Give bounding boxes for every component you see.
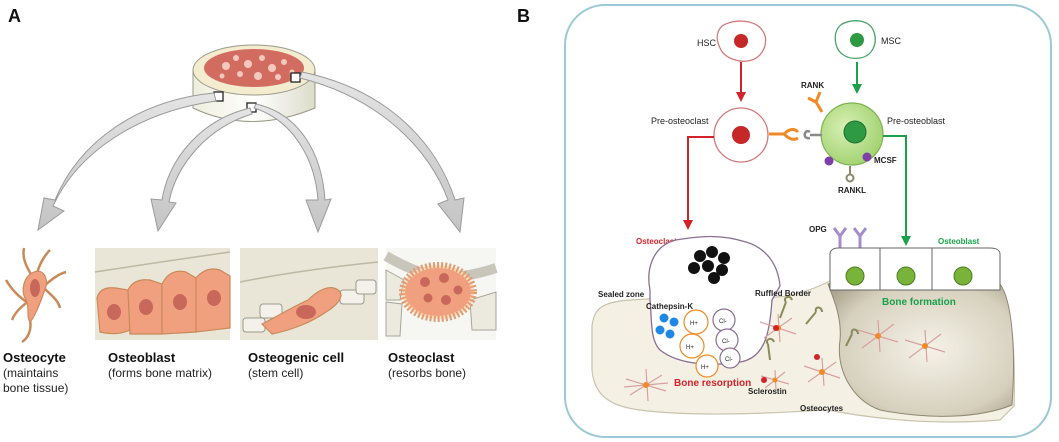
sclerostin-dots	[761, 325, 820, 383]
ion-label: H+	[701, 365, 709, 371]
cell-name: Osteoblast	[108, 350, 176, 365]
label-sealed-zone: Sealed zone	[598, 290, 645, 299]
panel-a-letter: A	[8, 6, 21, 26]
cell-desc: (forms bone matrix)	[108, 366, 212, 380]
label-osteoclast: Osteoclast	[636, 237, 677, 246]
hsc-cell	[716, 20, 767, 62]
sclerostin-hooks	[765, 295, 859, 361]
osteoblast-row	[829, 247, 1001, 291]
cell-label-osteoclast: Osteoclast (resorbs bone)	[388, 350, 466, 380]
cell-label-osteoblast: Osteoblast (forms bone matrix)	[108, 350, 212, 380]
cell-desc: (maintains	[3, 366, 58, 380]
label-opg: OPG	[809, 225, 827, 234]
label-cathepsin-k: Cathepsin-K	[646, 302, 693, 311]
label-ruffled-border: Ruffled Border	[755, 289, 811, 298]
label-rank: RANK	[801, 81, 824, 90]
cell-name: Osteocyte	[3, 350, 66, 365]
osteoclast-illustration	[383, 248, 498, 340]
bone-cylinder-illustration	[192, 44, 316, 122]
cell-name: Osteoclast	[388, 350, 455, 365]
label-bone-formation: Bone formation	[882, 297, 956, 308]
rankl-ligand-icon	[845, 166, 855, 183]
label-sclerostin: Sclerostin	[748, 387, 787, 396]
arrow-head	[852, 84, 862, 94]
label-osteoblast: Osteoblast	[938, 237, 980, 246]
label-msc: MSC	[881, 36, 902, 46]
cell-name: Osteogenic cell	[248, 350, 344, 365]
pre-osteoclast-cell	[713, 107, 769, 163]
cell-label-osteocyte: Osteocyte (maintains bone tissue)	[3, 350, 68, 395]
mcsf-dot	[824, 156, 834, 166]
osteogenic-cell-illustration	[239, 248, 379, 340]
pre-osteoblast-cell	[820, 102, 884, 166]
ion-label: Cl-	[719, 319, 727, 325]
osteoblast-illustration	[94, 248, 231, 340]
arrow-head	[901, 236, 911, 246]
label-hsc: HSC	[697, 38, 717, 48]
label-mcsf: MCSF	[874, 156, 897, 165]
rank-receptor-icon	[807, 91, 824, 113]
arrow-head	[683, 220, 693, 230]
cell-desc: (resorbs bone)	[388, 366, 466, 380]
rank-rankl-binding-icon	[769, 127, 822, 141]
arrow-head	[736, 92, 746, 102]
cell-desc: (stem cell)	[248, 366, 303, 380]
ion-circles	[679, 308, 741, 378]
ion-label: H+	[686, 345, 694, 351]
panel-b-letter: B	[517, 6, 530, 26]
arrow-preosteoblast-to-osteoblast	[883, 135, 907, 238]
label-bone-resorption: Bone resorption	[674, 378, 751, 389]
ion-label: Cl-	[725, 357, 733, 363]
arrow-preosteoclast-to-osteoclast	[687, 136, 714, 222]
label-rankl: RANKL	[838, 186, 866, 195]
ion-label: H+	[690, 321, 698, 327]
label-pre-osteoblast: Pre-osteoblast	[887, 116, 946, 126]
cell-label-osteogenic-cell: Osteogenic cell (stem cell)	[248, 350, 344, 380]
gray-arrows	[37, 71, 465, 234]
cathepsin-k-dots	[655, 313, 679, 339]
mcsf-dot	[862, 152, 872, 162]
label-osteocytes: Osteocytes	[800, 404, 844, 413]
label-pre-osteoclast: Pre-osteoclast	[651, 116, 709, 126]
osteocyte-star-cells	[623, 313, 946, 402]
msc-cell	[834, 20, 876, 60]
cell-desc: bone tissue)	[3, 381, 68, 395]
ion-label: Cl-	[722, 339, 730, 345]
osteocyte-illustration	[4, 247, 67, 344]
osteoclast-cell	[648, 235, 781, 365]
